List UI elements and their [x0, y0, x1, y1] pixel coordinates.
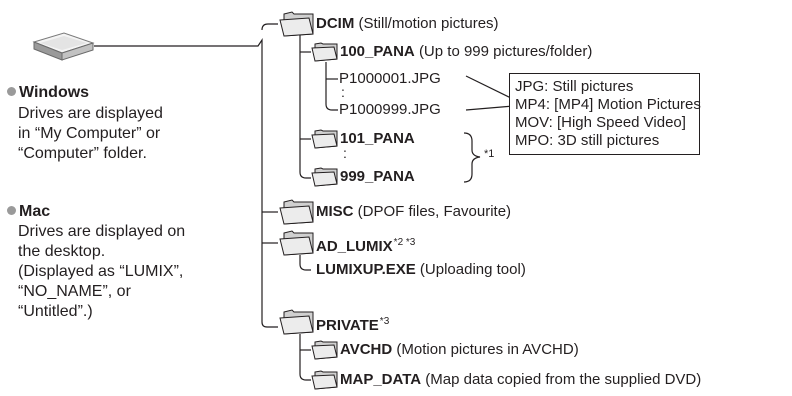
bullet-icon	[7, 206, 16, 215]
windows-desc-line-2: in “My Computer” or	[18, 125, 161, 142]
tree-item-dcim: DCIM (Still/motion pictures)	[316, 15, 499, 32]
tree-item-misc: MISC (DPOF files, Favourite)	[316, 203, 512, 220]
folder-icon-ad-lumix	[279, 230, 314, 256]
tree-item-map-data: MAP_DATA (Map data copied from the suppl…	[340, 371, 702, 388]
tree-item-ad-lumix: AD_LUMIX*2 *3	[316, 237, 416, 255]
folder-icon-avchd	[311, 340, 338, 360]
footnote-1: *1	[484, 148, 495, 160]
file-last: P1000999.JPG	[339, 101, 441, 118]
folder-icon-101-pana	[311, 129, 338, 149]
legend-item: MOV: [High Speed Video]	[515, 114, 686, 131]
bullet-icon	[7, 87, 16, 96]
drive-icon	[32, 32, 95, 61]
tree-item-101-pana: 101_PANA	[340, 130, 415, 147]
folder-icon-dcim	[279, 11, 314, 37]
mac-desc-line-5: “Untitled”.)	[18, 303, 93, 320]
folder-icon-misc	[279, 199, 314, 225]
tree-item-avchd: AVCHD (Motion pictures in AVCHD)	[340, 341, 579, 358]
vertical-ellipsis: :	[341, 84, 345, 100]
folder-icon-999-pana	[311, 167, 338, 187]
legend-item: MPO: 3D still pictures	[515, 132, 660, 149]
windows-heading: Windows	[7, 83, 89, 102]
mac-desc-line-3: (Displayed as “LUMIX”,	[18, 263, 184, 280]
mac-desc-line-1: Drives are displayed on	[18, 223, 186, 240]
folder-icon-map-data	[311, 370, 338, 390]
file-type-legend: JPG: Still pictures MP4: [MP4] Motion Pi…	[509, 73, 701, 155]
tree-item-100-pana: 100_PANA (Up to 999 pictures/folder)	[340, 43, 593, 60]
folder-icon-100-pana	[311, 42, 338, 62]
mac-heading: Mac	[7, 202, 50, 221]
legend-item: JPG: Still pictures	[515, 78, 634, 95]
windows-desc-line-1: Drives are displayed	[18, 105, 163, 122]
tree-item-private: PRIVATE*3	[316, 316, 390, 334]
folder-icon-private	[279, 309, 314, 335]
windows-desc-line-3: “Computer” folder.	[18, 145, 147, 162]
mac-desc-line-2: the desktop.	[18, 243, 106, 260]
file-first: P1000001.JPG	[339, 70, 441, 87]
tree-item-lumixup: LUMIXUP.EXE (Uploading tool)	[316, 261, 526, 278]
mac-desc-line-4: “NO_NAME”, or	[18, 283, 131, 300]
tree-item-999-pana: 999_PANA	[340, 168, 415, 185]
vertical-ellipsis: :	[343, 145, 347, 161]
legend-item: MP4: [MP4] Motion Pictures	[515, 96, 701, 113]
